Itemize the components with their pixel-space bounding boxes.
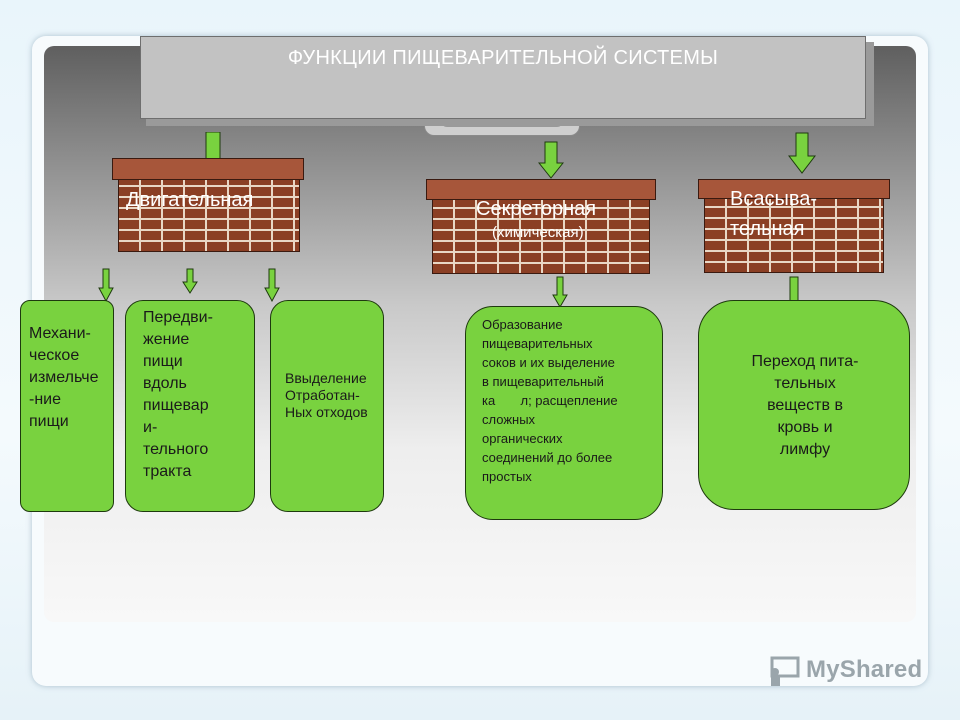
category-label-secretory: Секреторная xyxy=(476,198,597,220)
arrow-motor-to-node-1 xyxy=(98,268,114,302)
text-line: Ных отходов xyxy=(285,404,368,420)
category-brick-absorption xyxy=(704,197,884,273)
absorption-node: Переход пита- тельных веществ в кровь и … xyxy=(698,300,910,510)
category-cap-absorption xyxy=(698,179,890,199)
text-line: лимфу xyxy=(779,441,831,458)
text-line: ческое xyxy=(29,347,80,364)
category-brick-secretory xyxy=(432,198,650,274)
text-line: пищи xyxy=(29,413,69,430)
text-line: простых xyxy=(482,469,532,484)
text-line: ка л; расщепление xyxy=(482,393,618,408)
teacher-board-icon xyxy=(770,656,800,686)
text-line: жение xyxy=(143,331,190,348)
text-line: кровь и xyxy=(777,419,833,436)
motor-node-mechanical-grinding: Механи- ческое измельче -ние пищи xyxy=(20,300,114,512)
page-title: ФУНКЦИИ ПИЩЕВАРИТЕЛЬНОЙ СИСТЕМЫ xyxy=(287,47,719,69)
text-line: сложных xyxy=(482,412,536,427)
text-line: тельных xyxy=(774,375,836,392)
node-text-waste-excretion: Ввыделение Отработан- Ных отходов xyxy=(285,370,368,421)
text-line: измельче xyxy=(29,369,99,386)
arrow-title-to-secretory xyxy=(538,141,564,179)
text-line: пищевар xyxy=(143,397,209,414)
text-line: пищеварительных xyxy=(482,336,593,351)
text-line: и- xyxy=(143,419,158,436)
arrow-motor-to-node-2 xyxy=(182,268,198,294)
category-sublabel-secretory: (химическая) xyxy=(492,224,584,241)
node-text-secretory: Образование пищеварительных соков и их в… xyxy=(482,315,618,486)
category-cap-secretory xyxy=(426,179,656,200)
text-line: тракта xyxy=(143,463,192,480)
category-label-absorption-line1: Всасыва- xyxy=(730,188,818,210)
arrow-motor-to-node-3 xyxy=(264,268,280,302)
category-label-absorption-line2: тельная xyxy=(730,218,805,240)
text-line: Переход пита- xyxy=(751,353,859,370)
category-brick-motor xyxy=(118,178,300,252)
arrow-secretory-to-node xyxy=(552,276,568,308)
motor-node-waste-excretion: Ввыделение Отработан- Ных отходов xyxy=(270,300,384,512)
node-text-absorption: Переход пита- тельных веществ в кровь и … xyxy=(699,351,911,461)
text-line: органических xyxy=(482,431,563,446)
secretory-node: Образование пищеварительных соков и их в… xyxy=(465,306,663,520)
node-text-food-movement: Передви- жение пищи вдоль пищевар и- тел… xyxy=(143,307,213,483)
text-line: Передви- xyxy=(143,309,213,326)
text-line: вдоль xyxy=(143,375,187,392)
text-line: Механи- xyxy=(29,325,91,342)
text-line: Ввыделение xyxy=(285,370,367,386)
text-line: тельного xyxy=(143,441,209,458)
motor-node-food-movement: Передви- жение пищи вдоль пищевар и- тел… xyxy=(125,300,255,512)
text-line: Образование xyxy=(482,317,563,332)
text-line: пищи xyxy=(143,353,183,370)
text-line: в пищеварительный xyxy=(482,374,604,389)
category-cap-motor xyxy=(112,158,304,180)
watermark: MyShared xyxy=(766,652,946,692)
node-text-mechanical-grinding: Механи- ческое измельче -ние пищи xyxy=(29,323,98,433)
category-label-motor: Двигательная xyxy=(126,189,254,211)
watermark-text: MyShared xyxy=(806,656,923,683)
arrow-title-to-absorption xyxy=(788,132,816,174)
text-line: соков и их выделение xyxy=(482,355,615,370)
text-line: соединений до более xyxy=(482,450,613,465)
arrow-absorption-to-node xyxy=(789,276,799,302)
text-line: Отработан- xyxy=(285,387,360,403)
text-line: -ние xyxy=(29,391,61,408)
title-box: ФУНКЦИИ ПИЩЕВАРИТЕЛЬНОЙ СИСТЕМЫ xyxy=(140,36,866,119)
text-line: веществ в xyxy=(767,397,843,414)
